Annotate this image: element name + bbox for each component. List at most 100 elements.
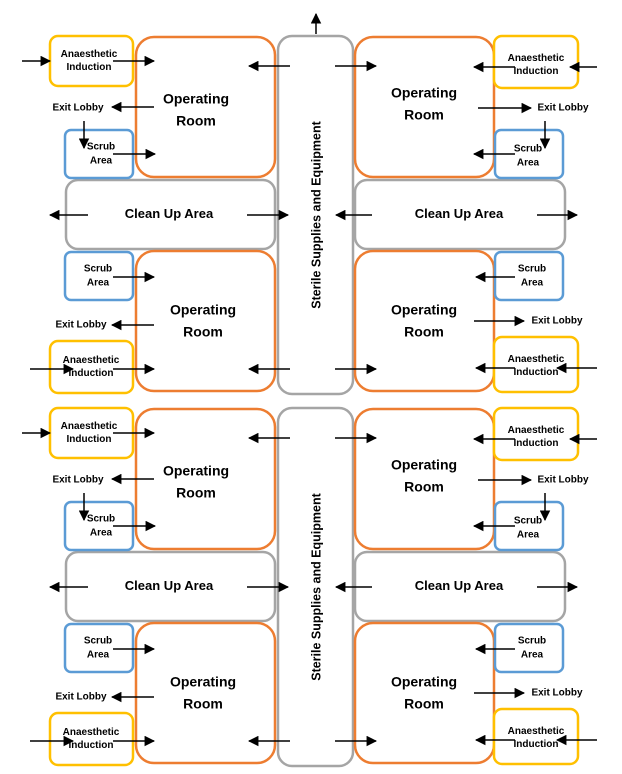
block-2-scrub-area-bottom-right-label: Area	[521, 650, 544, 661]
block-1-operating-room-bottom-left-label: Room	[183, 324, 223, 340]
block-2-anaesthetic-induction-bottom-right-label: Anaesthetic	[508, 726, 565, 737]
block-1-anaesthetic-induction-top-right-label: Anaesthetic	[508, 53, 565, 64]
block-1-scrub-area-bottom-left-label: Area	[87, 278, 110, 289]
block-1-anaesthetic-induction-bottom-left-shape	[48, 339, 135, 395]
block-1-scrub-area-bottom-right-shape	[493, 250, 565, 302]
block-1-scrub-area-top-right-label: Area	[517, 158, 540, 169]
block-1-scrub-area-top-left-label: Scrub	[87, 142, 115, 153]
block-2-anaesthetic-induction-top-right-label: Induction	[514, 438, 559, 449]
block-1-anaesthetic-induction-bottom-right-label: Anaesthetic	[508, 354, 565, 365]
block-1-anaesthetic-induction-top-left-label: Anaesthetic	[61, 49, 118, 60]
block-2-scrub-area-bottom-left-label: Area	[87, 650, 110, 661]
block-2-anaesthetic-induction-bottom-left-label: Anaesthetic	[63, 727, 120, 738]
block-2-exit-lobby-top-left: Exit Lobby	[52, 475, 104, 486]
block-1-anaesthetic-induction-bottom-right-shape	[492, 335, 580, 394]
block-1-sterile-supplies-label: Sterile Supplies and Equipment	[309, 120, 323, 308]
block-1-anaesthetic-induction-top-left-label: Induction	[67, 62, 112, 73]
block-2-anaesthetic-induction-bottom-right-shape	[492, 707, 580, 766]
block-1-clean-up-area-left-label: Clean Up Area	[125, 206, 214, 221]
block-2-operating-room-top-right-label: Operating	[391, 457, 457, 473]
block-1-scrub-area-top-right-label: Scrub	[514, 144, 542, 155]
block-2-clean-up-area-right: Clean Up Area	[353, 550, 567, 623]
block-2-clean-up-area-right-label: Clean Up Area	[415, 578, 504, 593]
block-1-operating-room-top-right-shape	[353, 35, 496, 179]
block-2-anaesthetic-induction-bottom-right-label: Induction	[514, 739, 559, 750]
block-1-scrub-area-top-left-label: Area	[90, 156, 113, 167]
block-2-anaesthetic-induction-top-right-label: Anaesthetic	[508, 425, 565, 436]
block-1-operating-room-bottom-right-label: Operating	[391, 302, 457, 318]
block-1-anaesthetic-induction-bottom-right-label: Induction	[514, 367, 559, 378]
block-2-sterile-supplies-label: Sterile Supplies and Equipment	[309, 492, 323, 680]
block-2-anaesthetic-induction-bottom-left-shape	[48, 711, 135, 767]
block-2-operating-room-top-left-shape	[134, 407, 277, 551]
block-1-operating-room-bottom-left-shape	[134, 249, 277, 393]
block-2-scrub-area-top-right-label: Scrub	[514, 516, 542, 527]
block-2-anaesthetic-induction-bottom-left-label: Induction	[69, 740, 114, 751]
block-2-anaesthetic-induction-top-left-label: Induction	[67, 434, 112, 445]
block-1-operating-room-bottom-right-label: Room	[404, 324, 444, 340]
block-2-operating-room-bottom-left-shape	[134, 621, 277, 765]
block-1-exit-lobby-top-left: Exit Lobby	[52, 103, 104, 114]
block-2-scrub-area-bottom-left-shape	[63, 622, 135, 674]
block-2-anaesthetic-induction-top-left-label: Anaesthetic	[61, 421, 118, 432]
block-2-operating-room-bottom-right-label: Operating	[391, 674, 457, 690]
block-2-sterile-supplies-corridor: Sterile Supplies and Equipment	[276, 406, 355, 768]
block-1-scrub-area-bottom-right-label: Scrub	[518, 264, 546, 275]
block-2-operating-room-top-left-label: Operating	[163, 463, 229, 479]
block-2-operating-room-top-right-label: Room	[404, 479, 444, 495]
block-1-anaesthetic-induction-bottom-left-label: Induction	[69, 368, 114, 379]
block-2-clean-up-area-left: Clean Up Area	[64, 550, 277, 623]
block-1-exit-lobby-bottom-right: Exit Lobby	[531, 316, 583, 327]
block-2-exit-lobby-bottom-left: Exit Lobby	[55, 692, 107, 703]
block-1-operating-room-top-left-label: Operating	[163, 91, 229, 107]
block-1-operating-room-top-right-label: Operating	[391, 85, 457, 101]
block-1-operating-room-bottom-right-shape	[353, 249, 496, 393]
block-1-operating-room-top-right-label: Room	[404, 107, 444, 123]
block-2-operating-room-bottom-right-shape	[353, 621, 496, 765]
block-1-operating-room-top-left-label: Room	[176, 113, 216, 129]
block-1-exit-lobby-bottom-left: Exit Lobby	[55, 320, 107, 331]
block-1-exit-lobby-top-right: Exit Lobby	[537, 103, 589, 114]
block-1-scrub-area-bottom-right-label: Area	[521, 278, 544, 289]
block-2-scrub-area-bottom-right-label: Scrub	[518, 636, 546, 647]
block-2-operating-room-bottom-left-label: Room	[183, 696, 223, 712]
block-1-anaesthetic-induction-bottom-left-label: Anaesthetic	[63, 355, 120, 366]
block-2-exit-lobby-bottom-right: Exit Lobby	[531, 688, 583, 699]
block-1-operating-room-top-left-shape	[134, 35, 277, 179]
block-2-scrub-area-bottom-right-shape	[493, 622, 565, 674]
block-1-operating-room-bottom-left-label: Operating	[170, 302, 236, 318]
block-2-exit-lobby-top-right: Exit Lobby	[537, 475, 589, 486]
block-2-clean-up-area-left-label: Clean Up Area	[125, 578, 214, 593]
block-2-scrub-area-top-left-label: Area	[90, 528, 113, 539]
block-1-clean-up-area-left: Clean Up Area	[64, 178, 277, 251]
block-2-operating-room-bottom-right-label: Room	[404, 696, 444, 712]
block-1-clean-up-area-right-label: Clean Up Area	[415, 206, 504, 221]
block-2-operating-room-top-right-shape	[353, 407, 496, 551]
block-1-clean-up-area-right: Clean Up Area	[353, 178, 567, 251]
block-1-scrub-area-bottom-left-label: Scrub	[84, 264, 112, 275]
block-2-scrub-area-bottom-left-label: Scrub	[84, 636, 112, 647]
block-2-operating-room-top-left-label: Room	[176, 485, 216, 501]
block-2-scrub-area-top-left-label: Scrub	[87, 514, 115, 525]
block-2-scrub-area-top-right-label: Area	[517, 530, 540, 541]
